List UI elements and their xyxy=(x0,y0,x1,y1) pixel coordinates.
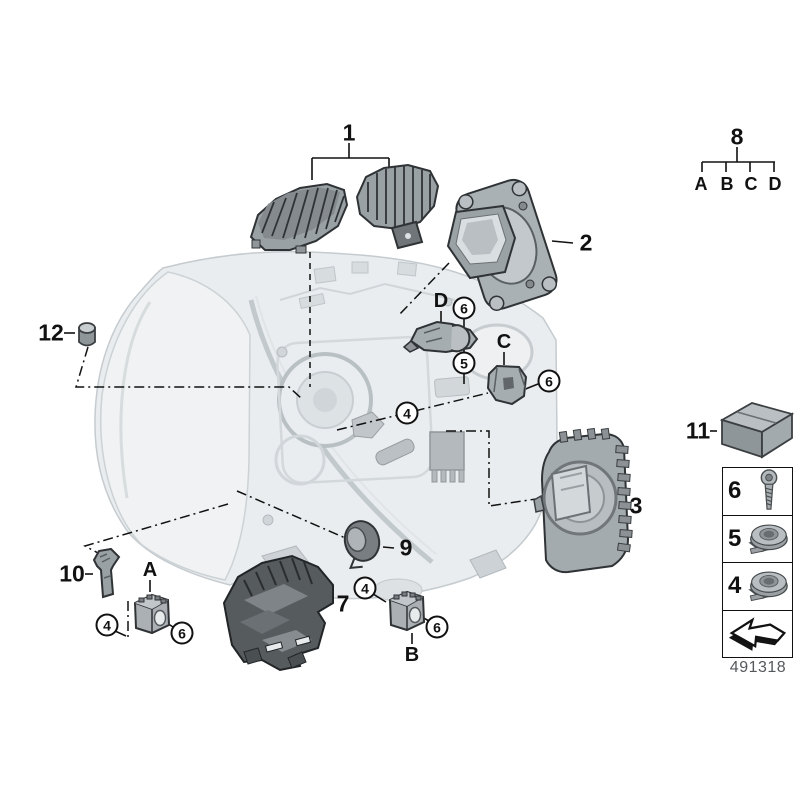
callout-10[interactable]: 10 xyxy=(59,560,85,587)
bracket-c-icon xyxy=(486,364,528,406)
bracket-label-a[interactable]: A xyxy=(142,559,158,581)
group8-option-b[interactable]: B xyxy=(720,174,734,194)
callout-8[interactable]: 8 xyxy=(730,123,744,150)
part-11-box-icon xyxy=(719,402,795,459)
speed-nut-icon xyxy=(748,571,788,602)
group8-option-a[interactable]: A xyxy=(694,174,708,194)
led-module-left-icon xyxy=(249,182,349,254)
legend-ref-6: 6 xyxy=(728,477,742,505)
legend-ref-5: 5 xyxy=(728,524,742,552)
fastener-ref-5[interactable]: 5 xyxy=(452,351,476,375)
callout-3[interactable]: 3 xyxy=(629,492,643,519)
part-9-grommet-icon xyxy=(343,520,381,570)
callout-2[interactable]: 2 xyxy=(579,229,593,256)
bracket-b-icon xyxy=(388,590,426,632)
callout-11[interactable]: 11 xyxy=(685,417,711,444)
fastener-legend: 6 5 xyxy=(722,467,793,658)
legend-row-screw[interactable]: 6 xyxy=(723,468,792,516)
legend-ref-4: 4 xyxy=(728,572,742,600)
callout-1[interactable]: 1 xyxy=(342,119,356,146)
legend-row-direction[interactable] xyxy=(723,611,792,658)
bracket-label-c[interactable]: C xyxy=(496,331,512,353)
fastener-ref-4-near-b[interactable]: 4 xyxy=(353,576,377,600)
led-module-right-icon xyxy=(355,163,440,250)
fastener-ref-6-near-a[interactable]: 6 xyxy=(170,621,194,645)
screw-icon xyxy=(760,469,778,511)
part-2-turn-signal-module-icon xyxy=(446,178,558,312)
bracket-d-icon xyxy=(402,320,479,354)
speed-nut-icon xyxy=(748,524,788,554)
callout-9[interactable]: 9 xyxy=(399,534,413,561)
legend-row-nut-5[interactable]: 5 xyxy=(723,516,792,563)
bracket-label-b[interactable]: B xyxy=(404,644,420,666)
leader-lines xyxy=(64,143,775,644)
callout-7[interactable]: 7 xyxy=(336,590,350,617)
direction-of-travel-arrow-icon xyxy=(728,617,786,651)
drawing-number: 491318 xyxy=(729,659,787,676)
part-1-led-modules xyxy=(249,163,440,254)
callout-12[interactable]: 12 xyxy=(38,319,64,346)
part-3-control-unit-icon xyxy=(533,427,633,574)
part-12-cap-icon xyxy=(78,322,96,347)
fastener-ref-4-center[interactable]: 4 xyxy=(395,401,419,425)
group8-option-c[interactable]: C xyxy=(744,174,758,194)
fastener-ref-6-near-d[interactable]: 6 xyxy=(452,296,476,320)
fastener-ref-6-near-b[interactable]: 6 xyxy=(425,615,449,639)
fastener-ref-4-near-a[interactable]: 4 xyxy=(95,613,119,637)
bracket-label-d[interactable]: D xyxy=(433,290,449,312)
group8-option-d[interactable]: D xyxy=(768,174,782,194)
bracket-a-icon xyxy=(133,593,171,635)
part-10-bracket-icon xyxy=(92,547,121,599)
legend-row-nut-4[interactable]: 4 xyxy=(723,563,792,611)
fastener-ref-6-near-c[interactable]: 6 xyxy=(537,369,561,393)
part-7-bracket-icon xyxy=(222,554,334,672)
